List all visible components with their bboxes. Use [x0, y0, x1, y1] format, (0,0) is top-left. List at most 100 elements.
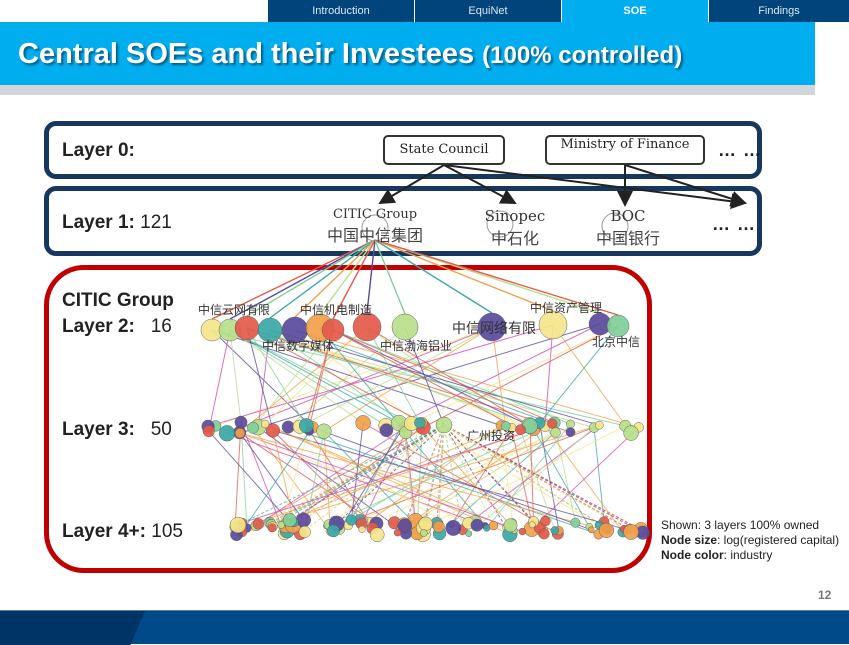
edge — [264, 423, 515, 532]
edge — [237, 424, 445, 526]
edge — [486, 423, 571, 529]
network-node — [465, 530, 473, 538]
edge — [269, 329, 600, 426]
title-main: Central SOEs and their Investees — [18, 38, 483, 70]
layer0-label: Layer 0: — [62, 140, 135, 161]
edge — [270, 424, 445, 526]
node-label: 中信渤海铝业 — [380, 338, 452, 353]
network-node — [606, 314, 630, 338]
edge — [374, 239, 619, 316]
ownership-arrow — [378, 164, 445, 205]
ministry-of-finance-node: Ministry of Finance — [545, 135, 705, 165]
edge — [374, 239, 406, 315]
edge — [252, 329, 334, 429]
edge — [423, 425, 626, 529]
network-node — [229, 516, 247, 534]
legend-notes: Shown: 3 layers 100% owned Node size: lo… — [661, 518, 839, 563]
edge — [420, 325, 619, 430]
edge — [397, 425, 546, 534]
edge — [531, 426, 640, 530]
edge — [272, 430, 625, 530]
edge — [394, 422, 421, 523]
edge — [404, 326, 445, 426]
edge — [403, 325, 619, 428]
edge — [366, 326, 421, 424]
edge — [208, 329, 231, 432]
edge — [422, 426, 511, 526]
edge — [443, 424, 546, 522]
network-node — [298, 525, 311, 539]
network-node — [550, 427, 561, 438]
edge — [287, 426, 454, 529]
edge — [294, 329, 639, 428]
ownership-arrow — [624, 164, 747, 207]
network-node — [379, 423, 394, 438]
edge — [211, 239, 376, 320]
tab-equinet[interactable]: EquiNet — [415, 0, 562, 22]
network-node — [247, 421, 259, 434]
ownership-arrow — [443, 164, 747, 210]
edge — [236, 423, 553, 530]
edge — [207, 324, 554, 427]
edge — [246, 327, 571, 433]
layer0-box — [44, 121, 762, 179]
edge — [333, 425, 506, 532]
slide-title: Central SOEs and their Investees (100% c… — [18, 38, 682, 71]
network-node — [598, 522, 615, 538]
edge — [246, 327, 595, 429]
edge — [332, 239, 376, 320]
edge — [246, 327, 556, 433]
notes-shown: Shown: 3 layers 100% owned — [661, 518, 820, 532]
node-label: 广州投资 — [467, 428, 515, 443]
top-nav: Introduction EquiNet SOE Findings — [268, 0, 849, 22]
edge — [438, 424, 445, 527]
edge — [264, 423, 511, 535]
network-node — [488, 520, 499, 531]
tab-soe[interactable]: SOE — [562, 0, 709, 22]
edge — [443, 424, 464, 530]
more-layer0: … … — [718, 140, 763, 160]
tab-introduction[interactable]: Introduction — [268, 0, 415, 22]
network-node — [623, 425, 639, 441]
network-node — [352, 312, 382, 342]
layer4-label: Layer 4+: 105 — [62, 521, 183, 542]
network-node — [566, 419, 575, 429]
edge — [255, 423, 412, 526]
layer1-node — [486, 210, 514, 238]
edge — [246, 327, 423, 424]
network-node — [234, 315, 260, 341]
edge — [339, 427, 404, 530]
edge — [272, 424, 445, 528]
edge — [229, 329, 242, 423]
network-node — [298, 418, 314, 433]
network-node — [418, 516, 433, 531]
edge — [240, 422, 248, 529]
network-node — [234, 427, 246, 439]
node-label: 中信资产管理 — [530, 300, 602, 315]
state-council-node: State Council — [383, 135, 505, 165]
network-node — [252, 518, 265, 530]
edge — [226, 326, 493, 434]
edge — [443, 424, 608, 530]
network-node — [393, 528, 402, 537]
edge — [286, 424, 445, 532]
more-layer1: … … — [712, 214, 757, 234]
network-node — [397, 518, 413, 533]
page-number: 12 — [818, 588, 832, 602]
network-node — [265, 423, 280, 438]
edge — [239, 432, 304, 521]
network-node — [570, 517, 581, 528]
edge — [294, 239, 376, 318]
network-node — [234, 415, 248, 429]
edge — [593, 427, 605, 522]
node-label: 中信网络有限 — [452, 321, 536, 337]
edge — [312, 426, 592, 531]
edge — [229, 239, 376, 320]
notes-size: Node size: log(registered capital) — [661, 533, 840, 547]
edge — [335, 424, 445, 523]
edge — [269, 424, 445, 523]
tab-findings[interactable]: Findings — [709, 0, 849, 22]
edge — [208, 430, 294, 526]
